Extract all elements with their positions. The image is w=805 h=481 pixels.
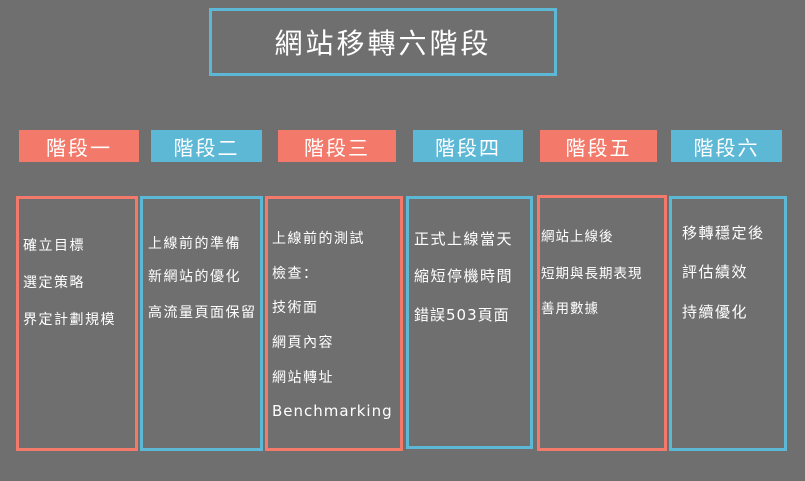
stage-4-label: 階段四 — [413, 130, 523, 162]
stage-3-item: 網站轉址 — [272, 370, 334, 386]
stage-2-panel: 上線前的準備 新網站的優化 高流量頁面保留 — [140, 196, 263, 451]
stage-3-item: Benchmarking — [272, 402, 393, 420]
stage-3-item: 檢查： — [272, 266, 319, 282]
stage-4-item: 錯誤503頁面 — [414, 306, 510, 324]
stage-6-item: 評估績效 — [682, 263, 749, 281]
stage-2-item: 上線前的準備 — [148, 236, 241, 252]
stage-2-label: 階段二 — [151, 130, 262, 162]
stage-4-panel: 正式上線當天 縮短停機時間 錯誤503頁面 — [406, 196, 533, 449]
stage-2-item: 高流量頁面保留 — [148, 305, 257, 321]
stage-6-label: 階段六 — [671, 130, 782, 162]
stage-5-label: 階段五 — [540, 130, 657, 162]
stage-3-item: 上線前的測試 — [272, 231, 365, 247]
stage-2-item: 新網站的優化 — [148, 269, 241, 285]
stage-6-item: 移轉穩定後 — [682, 224, 765, 242]
stage-1-panel: 確立目標 選定策略 界定計劃規模 — [16, 196, 138, 451]
stage-4-item: 正式上線當天 — [414, 230, 514, 248]
stage-5-panel: 網站上線後 短期與長期表現 善用數據 — [537, 195, 667, 451]
stage-1-item: 選定策略 — [23, 275, 85, 291]
stage-1-label: 階段一 — [19, 130, 139, 162]
stage-5-item: 網站上線後 — [541, 229, 614, 245]
stage-5-item: 善用數據 — [541, 301, 599, 317]
stage-3-item: 網頁內容 — [272, 335, 334, 351]
stage-5-item: 短期與長期表現 — [541, 266, 643, 282]
stage-6-item: 持續優化 — [682, 303, 749, 321]
stage-1-item: 確立目標 — [23, 238, 85, 254]
stage-6-panel: 移轉穩定後 評估績效 持續優化 — [669, 196, 787, 451]
stage-4-item: 縮短停機時間 — [414, 267, 514, 285]
stage-3-panel: 上線前的測試 檢查： 技術面 網頁內容 網站轉址 Benchmarking — [265, 196, 403, 451]
stage-3-label: 階段三 — [278, 130, 396, 162]
stage-3-item: 技術面 — [272, 300, 319, 316]
stage-1-item: 界定計劃規模 — [23, 312, 116, 328]
page-title: 網站移轉六階段 — [209, 8, 557, 76]
